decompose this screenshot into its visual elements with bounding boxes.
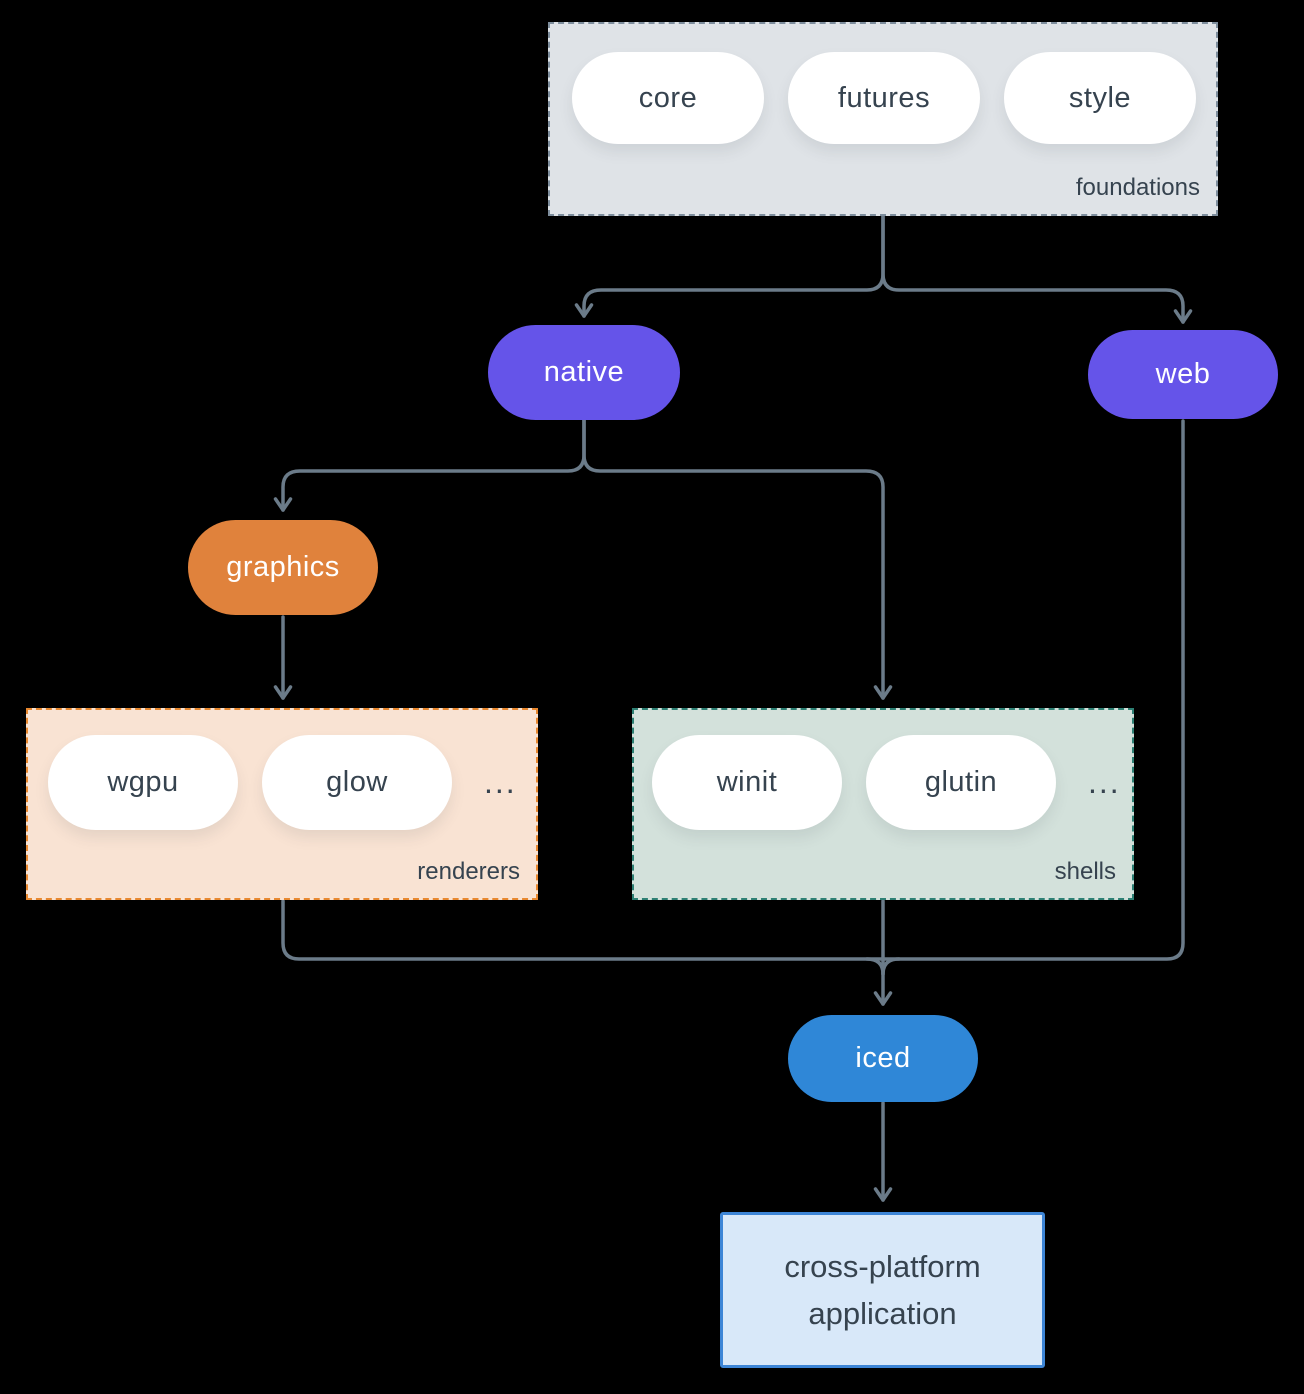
- group-foundations-label: foundations: [1075, 174, 1200, 201]
- node-cross-platform-application: cross-platform application: [720, 1212, 1045, 1368]
- renderers-pill-row: wgpu glow ...: [28, 710, 536, 830]
- shells-ellipsis: ...: [1088, 764, 1121, 800]
- node-futures: futures: [788, 52, 980, 144]
- group-renderers-label: renderers: [417, 858, 520, 885]
- group-shells: winit glutin ... shells: [632, 708, 1134, 900]
- renderers-ellipsis: ...: [484, 764, 517, 800]
- node-web: web: [1088, 330, 1278, 419]
- app-label-line-1: cross-platform: [784, 1249, 981, 1284]
- node-wgpu: wgpu: [48, 735, 238, 830]
- node-iced: iced: [788, 1015, 978, 1102]
- node-glutin: glutin: [866, 735, 1056, 830]
- node-core: core: [572, 52, 764, 144]
- node-graphics: graphics: [188, 520, 378, 615]
- edge-native-shells: [582, 418, 893, 700]
- edge-native-graphics: [273, 418, 586, 512]
- group-renderers: wgpu glow ... renderers: [26, 708, 538, 900]
- group-shells-label: shells: [1054, 858, 1116, 885]
- edge-renderers-merge: [281, 899, 885, 961]
- node-style: style: [1004, 52, 1196, 144]
- merge-fillet-right: [881, 957, 901, 976]
- edge-web-merge: [881, 419, 1185, 961]
- shells-pill-row: winit glutin ...: [634, 710, 1132, 830]
- node-native: native: [488, 325, 680, 420]
- merge-fillet-left: [865, 957, 885, 976]
- group-foundations: core futures style foundations: [548, 22, 1218, 216]
- edge-foundations-web: [881, 214, 1193, 324]
- node-glow: glow: [262, 735, 452, 830]
- node-winit: winit: [652, 735, 842, 830]
- app-label-line-2: application: [808, 1296, 957, 1331]
- foundations-pill-row: core futures style: [550, 24, 1216, 144]
- edge-foundations-native: [574, 214, 885, 318]
